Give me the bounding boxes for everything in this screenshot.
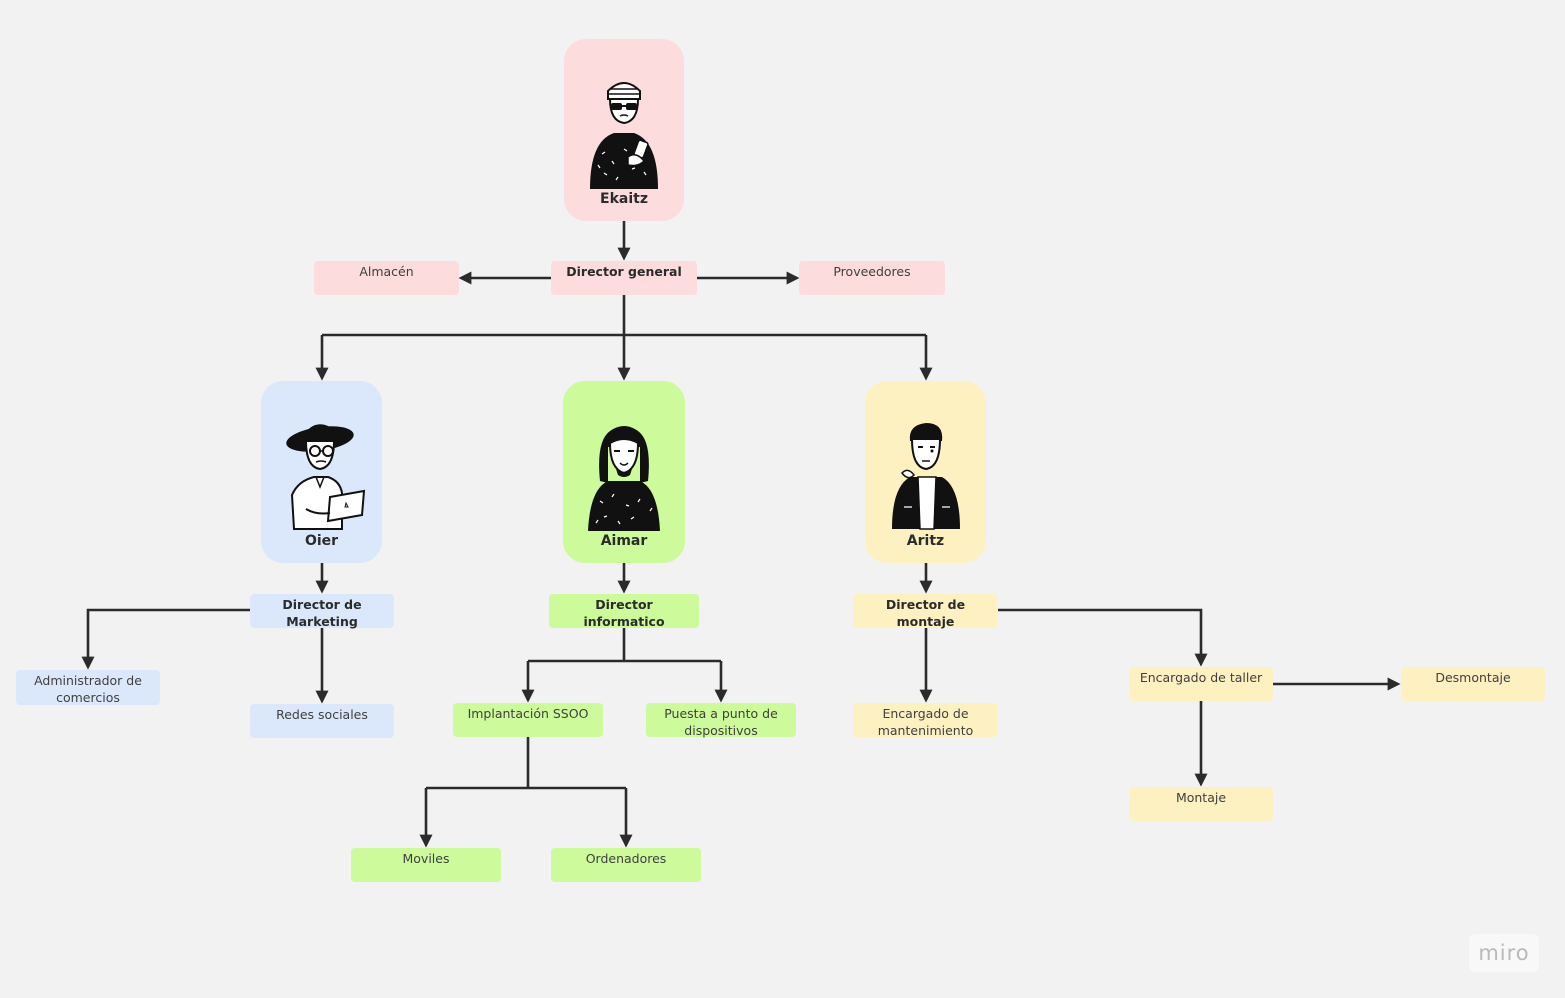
role-desmontaje[interactable]: Desmontaje — [1401, 667, 1545, 701]
person-long-hair-icon — [588, 426, 660, 531]
person-name: Ekaitz — [600, 191, 648, 207]
miro-logo: miro — [1469, 934, 1539, 972]
person-name: Aimar — [600, 533, 648, 549]
role-director-general[interactable]: Director general — [551, 261, 697, 295]
role-encargado-mantenimiento[interactable]: Encargado de mantenimiento — [853, 703, 998, 738]
role-director-montaje[interactable]: Director de montaje — [853, 594, 998, 629]
role-moviles[interactable]: Moviles — [351, 848, 501, 882]
role-encargado-taller[interactable]: Encargado de taller — [1129, 667, 1273, 701]
role-almacen[interactable]: Almacén — [314, 261, 459, 295]
person-card-marketing[interactable]: Oier — [261, 381, 382, 563]
connector-montaje-taller — [998, 608, 1208, 667]
person-name: Oier — [304, 533, 339, 549]
person-jacket-icon — [891, 423, 960, 530]
role-administrador-comercios[interactable]: Administrador de comercios — [16, 670, 160, 705]
connector-marketing-admin — [81, 608, 250, 670]
person-card-it[interactable]: Aimar — [563, 381, 685, 563]
role-director-marketing[interactable]: Director de Marketing — [250, 594, 394, 629]
role-implantacion-ssoo[interactable]: Implantación SSOO — [453, 703, 603, 737]
person-card-assembly[interactable]: Aritz — [865, 381, 986, 563]
role-montaje[interactable]: Montaje — [1129, 787, 1273, 821]
person-hat-laptop-icon — [285, 424, 365, 530]
person-sunglasses-phone-icon — [590, 82, 658, 189]
person-name: Aritz — [906, 533, 945, 549]
role-puesta-punto-dispositivos[interactable]: Puesta a punto de dispositivos — [646, 703, 796, 738]
role-ordenadores[interactable]: Ordenadores — [551, 848, 701, 882]
person-card-ceo[interactable]: Ekaitz — [564, 39, 684, 221]
role-redes-sociales[interactable]: Redes sociales — [250, 704, 394, 738]
role-proveedores[interactable]: Proveedores — [799, 261, 945, 295]
role-director-informatico[interactable]: Director informatico — [549, 594, 699, 629]
